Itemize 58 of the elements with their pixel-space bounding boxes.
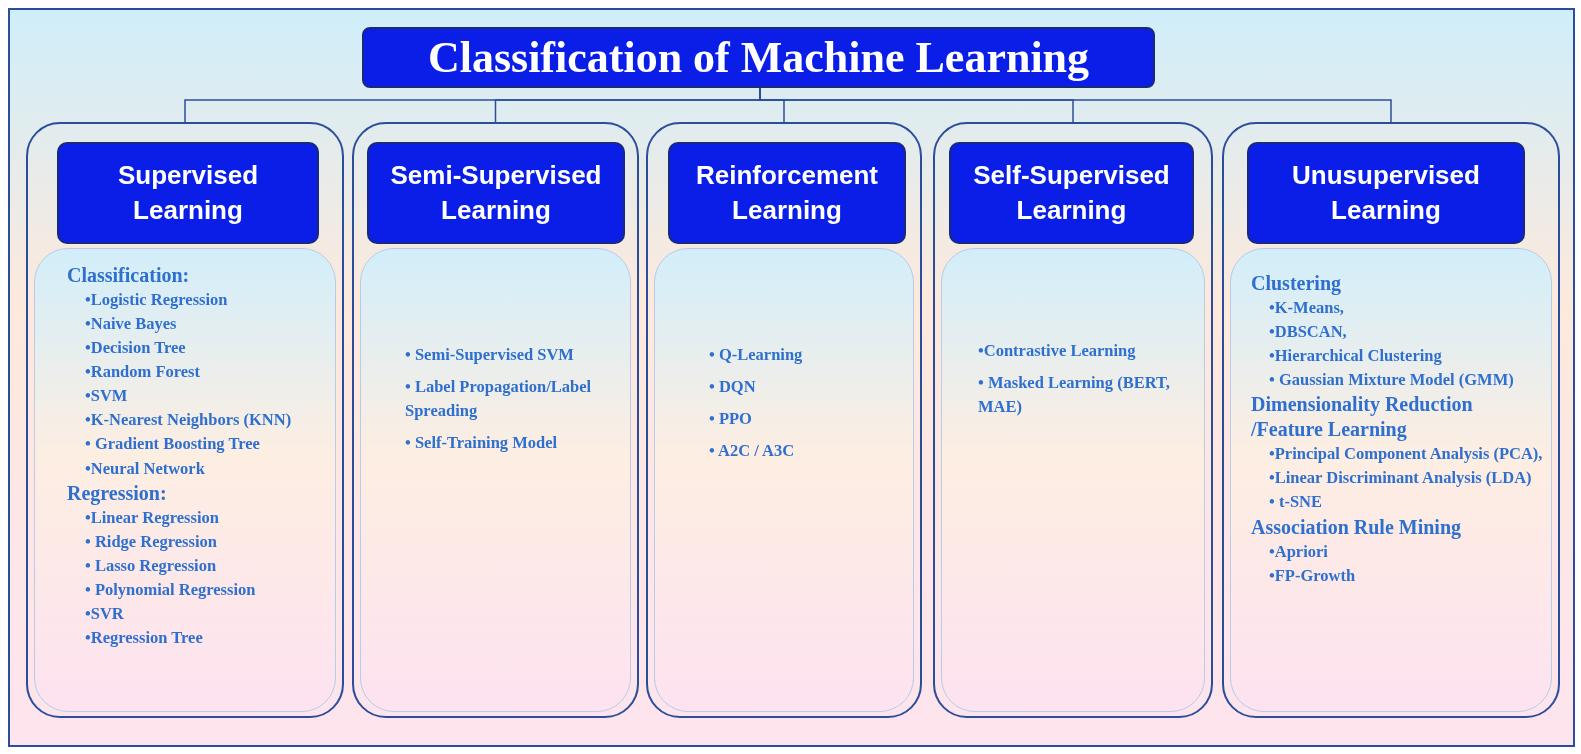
list-item: • Lasso Regression	[85, 554, 217, 577]
column-outline	[352, 122, 639, 718]
category-header	[57, 142, 319, 244]
section-heading: Classification:	[67, 263, 190, 288]
content-panel	[360, 248, 631, 712]
column-outline	[646, 122, 922, 718]
category-header	[949, 142, 1194, 244]
list-item: •K-Means,	[1269, 297, 1344, 319]
content-panel	[1230, 248, 1552, 712]
column-outline	[1222, 122, 1560, 718]
list-item: • Masked Learning (BERT, MAE)	[978, 372, 1171, 419]
list-item: •Random Forest	[85, 361, 200, 384]
list-item: • Polynomial Regression	[85, 578, 256, 601]
list-item: • Label Propagation/Label Spreading	[405, 376, 593, 423]
list-item: •Linear Discriminant Analysis (LDA)	[1269, 467, 1532, 490]
column-outline	[26, 122, 344, 718]
list-item: • t-SNE	[1269, 491, 1322, 514]
list-item: • Gradient Boosting Tree	[85, 433, 260, 456]
section-heading: Association Rule Mining	[1251, 514, 1462, 540]
content-panel	[654, 248, 914, 712]
list-item: • A2C / A3C	[709, 440, 795, 463]
list-item: •Linear Regression	[85, 506, 219, 529]
header-text: Semi-Supervised Learning	[389, 158, 603, 227]
list-item: •Hierarchical Clustering	[1269, 345, 1442, 368]
header-text: Supervised Learning	[116, 158, 260, 227]
title-box: Classification of Machine Learning	[362, 27, 1155, 88]
list-item: • Semi-Supervised SVM	[405, 344, 574, 366]
header-text: Reinforcement Learning	[694, 158, 879, 227]
list-item: •Decision Tree	[85, 337, 186, 360]
list-item: •Naive Bayes	[85, 313, 177, 336]
section-heading: Dimensionality Reduction /Feature Learning	[1251, 392, 1474, 443]
section-heading: Clustering	[1251, 271, 1341, 296]
category-header	[367, 142, 625, 244]
list-item: • DQN	[709, 376, 756, 399]
category-header	[668, 142, 906, 244]
list-item: •Principal Component Analysis (PCA),	[1269, 443, 1543, 466]
list-item: • Q-Learning	[709, 344, 803, 366]
list-item: •K-Nearest Neighbors (KNN)	[85, 409, 292, 432]
list-item: •SVM	[85, 385, 128, 408]
list-item: • Gaussian Mixture Model (GMM)	[1269, 369, 1514, 392]
header-text: Self-Supervised Learning	[972, 158, 1171, 227]
content-panel	[941, 248, 1205, 712]
header-text: Unusupervised Learning	[1291, 158, 1481, 227]
category-header	[1247, 142, 1525, 244]
list-item: • Self-Training Model	[405, 432, 558, 455]
list-item: •DBSCAN,	[1269, 321, 1347, 344]
list-item: •Logistic Regression	[85, 289, 228, 311]
section-heading: Regression:	[67, 480, 167, 506]
column-outline	[933, 122, 1213, 718]
list-item: •FP-Growth	[1269, 564, 1356, 587]
content-panel	[34, 248, 336, 712]
list-item: • Ridge Regression	[85, 530, 217, 553]
list-item: •Contrastive Learning	[978, 340, 1136, 362]
list-item: • PPO	[709, 408, 752, 431]
list-item: •SVR	[85, 602, 124, 625]
list-item: •Regression Tree	[85, 627, 203, 649]
list-item: •Apriori	[1269, 540, 1328, 563]
list-item: •Neural Network	[85, 457, 205, 480]
